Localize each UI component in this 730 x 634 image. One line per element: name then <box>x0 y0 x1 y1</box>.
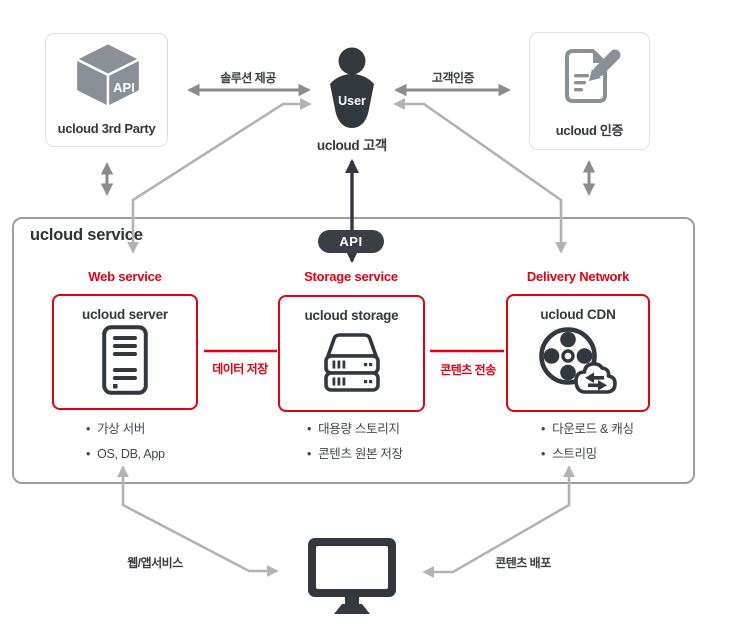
cdn-box-title: ucloud CDN <box>540 307 616 322</box>
api-badge: API <box>318 230 384 253</box>
third-party-box: API ucloud 3rd Party <box>45 33 168 147</box>
list-item: 콘텐츠 원본 저장 <box>307 442 403 467</box>
category-delivery-network: Delivery Network <box>526 269 630 284</box>
category-web-service: Web service <box>88 269 162 284</box>
third-party-label: ucloud 3rd Party <box>57 121 156 136</box>
server-feature-list: 가상 서버 OS, DB, App <box>86 417 165 467</box>
category-storage-service: Storage service <box>304 269 398 284</box>
list-item: 대용량 스토리지 <box>307 417 403 442</box>
cdn-reel-icon <box>508 325 648 395</box>
api-cube-text: API <box>113 80 135 95</box>
user-label: ucloud 고객 <box>316 138 388 153</box>
storage-icon <box>280 330 423 394</box>
document-pen-icon <box>559 45 623 109</box>
list-item: 가상 서버 <box>86 417 165 442</box>
monitor-icon <box>308 538 396 616</box>
user-icon: User <box>320 44 384 132</box>
cdn-feature-list: 다운로드 & 캐싱 스트리밍 <box>541 417 634 467</box>
connector-content-transfer-label: 콘텐츠 전송 <box>440 363 496 377</box>
content-deploy-label: 콘텐츠 배포 <box>495 556 551 570</box>
server-box: ucloud server <box>52 294 198 410</box>
solution-flow-label: 솔루션 제공 <box>220 71 276 85</box>
list-item: 다운로드 & 캐싱 <box>541 417 634 442</box>
api-cube-icon: API <box>70 39 146 111</box>
web-app-service-label: 웹/앱서비스 <box>127 556 183 570</box>
user-icon-text: User <box>338 94 366 108</box>
auth-box: ucloud 인증 <box>529 32 650 150</box>
storage-box-title: ucloud storage <box>304 308 399 323</box>
connector-data-store-label: 데이터 저장 <box>212 362 268 376</box>
storage-box: ucloud storage <box>278 295 425 412</box>
service-title: ucloud service <box>30 226 143 244</box>
customer-auth-flow-label: 고객인증 <box>431 71 475 85</box>
cdn-box: ucloud CDN <box>506 294 650 412</box>
server-box-title: ucloud server <box>82 307 168 322</box>
storage-feature-list: 대용량 스토리지 콘텐츠 원본 저장 <box>307 417 403 467</box>
list-item: 스트리밍 <box>541 442 634 467</box>
server-icon <box>54 325 196 395</box>
auth-label: ucloud 인증 <box>555 123 624 138</box>
list-item: OS, DB, App <box>86 442 165 467</box>
